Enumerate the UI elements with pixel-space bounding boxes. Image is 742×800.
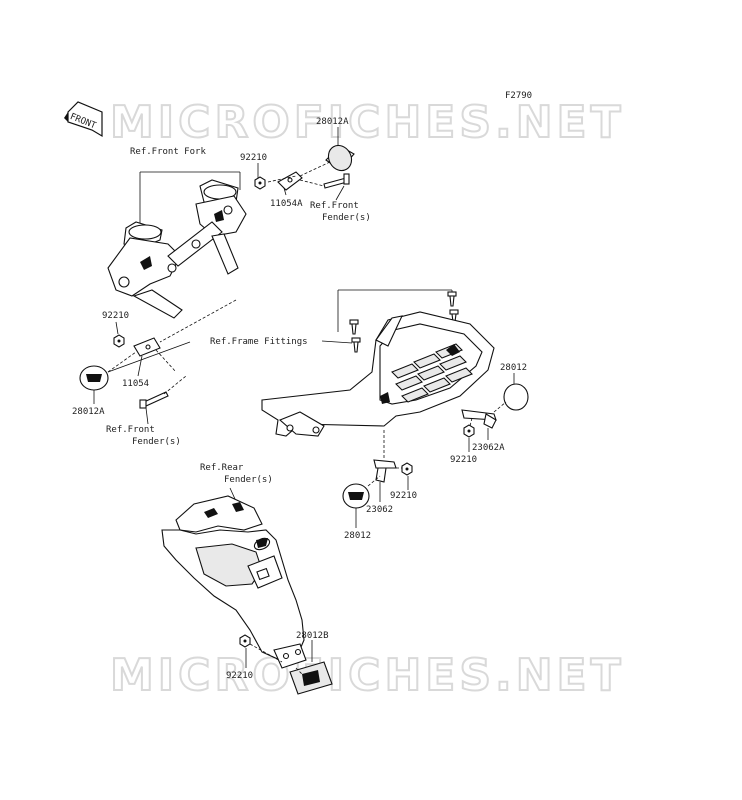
watermark-bottom: MICROFICHES.NET: [110, 650, 625, 701]
label-28012B: 28012B: [296, 631, 329, 641]
bracket-23062: [373, 459, 397, 483]
bracket-11054: [133, 337, 161, 357]
nut-92210-right: [463, 424, 475, 438]
label-11054: 11054: [122, 379, 149, 389]
label-28012-right: 28012: [500, 363, 527, 373]
label-ref-front-fender-top-1: Ref.Front: [310, 201, 359, 211]
reflector-28012A-top: [325, 144, 355, 172]
screw-1: [447, 291, 457, 307]
bolt-left: [139, 391, 169, 409]
bracket-11054A: [277, 171, 303, 191]
nut-92210-center: [401, 462, 413, 476]
screw-2: [349, 319, 359, 335]
watermark-top: MICROFICHES.NET: [110, 97, 625, 148]
carrier-slats: [391, 343, 473, 403]
bolt-top: [323, 173, 350, 189]
label-92210-left: 92210: [102, 311, 129, 321]
label-ref-front-fender-left-2: Fender(s): [132, 437, 181, 447]
reflector-28012-center: [342, 483, 370, 509]
label-92210-right: 92210: [450, 455, 477, 465]
label-ref-front-fender-left-1: Ref.Front: [106, 425, 155, 435]
label-ref-rear-fender-2: Fender(s): [224, 475, 273, 485]
screw-3: [351, 337, 361, 353]
reflector-28012A-left: [79, 365, 109, 391]
label-28012-center: 28012: [344, 531, 371, 541]
label-28012A-top: 28012A: [316, 117, 349, 127]
label-ref-front-fork: Ref.Front Fork: [130, 147, 206, 157]
label-ref-front-fender-top-2: Fender(s): [322, 213, 371, 223]
nut-92210-bottom: [239, 634, 251, 648]
front-direction-badge: FRONT: [64, 101, 103, 138]
label-ref-rear-fender-1: Ref.Rear: [200, 463, 244, 473]
label-92210-center: 92210: [390, 491, 417, 501]
front-fork-assembly: [107, 171, 247, 343]
nut-92210-left: [113, 334, 125, 348]
label-11054A: 11054A: [270, 199, 303, 209]
nut-92210-top: [254, 176, 266, 190]
rear-carrier: [261, 289, 495, 437]
reflector-28012B: [289, 661, 333, 695]
label-23062: 23062: [366, 505, 393, 515]
reflector-28012-right: [503, 383, 529, 411]
rear-fender: [161, 487, 307, 669]
bracket-23062A: [461, 409, 497, 429]
figure-code: F2790: [505, 91, 532, 101]
label-92210-top: 92210: [240, 153, 267, 163]
label-ref-frame-fittings: Ref.Frame Fittings: [210, 337, 308, 347]
label-28012A-left: 28012A: [72, 407, 105, 417]
label-23062A: 23062A: [472, 443, 505, 453]
label-92210-bottom: 92210: [226, 671, 253, 681]
